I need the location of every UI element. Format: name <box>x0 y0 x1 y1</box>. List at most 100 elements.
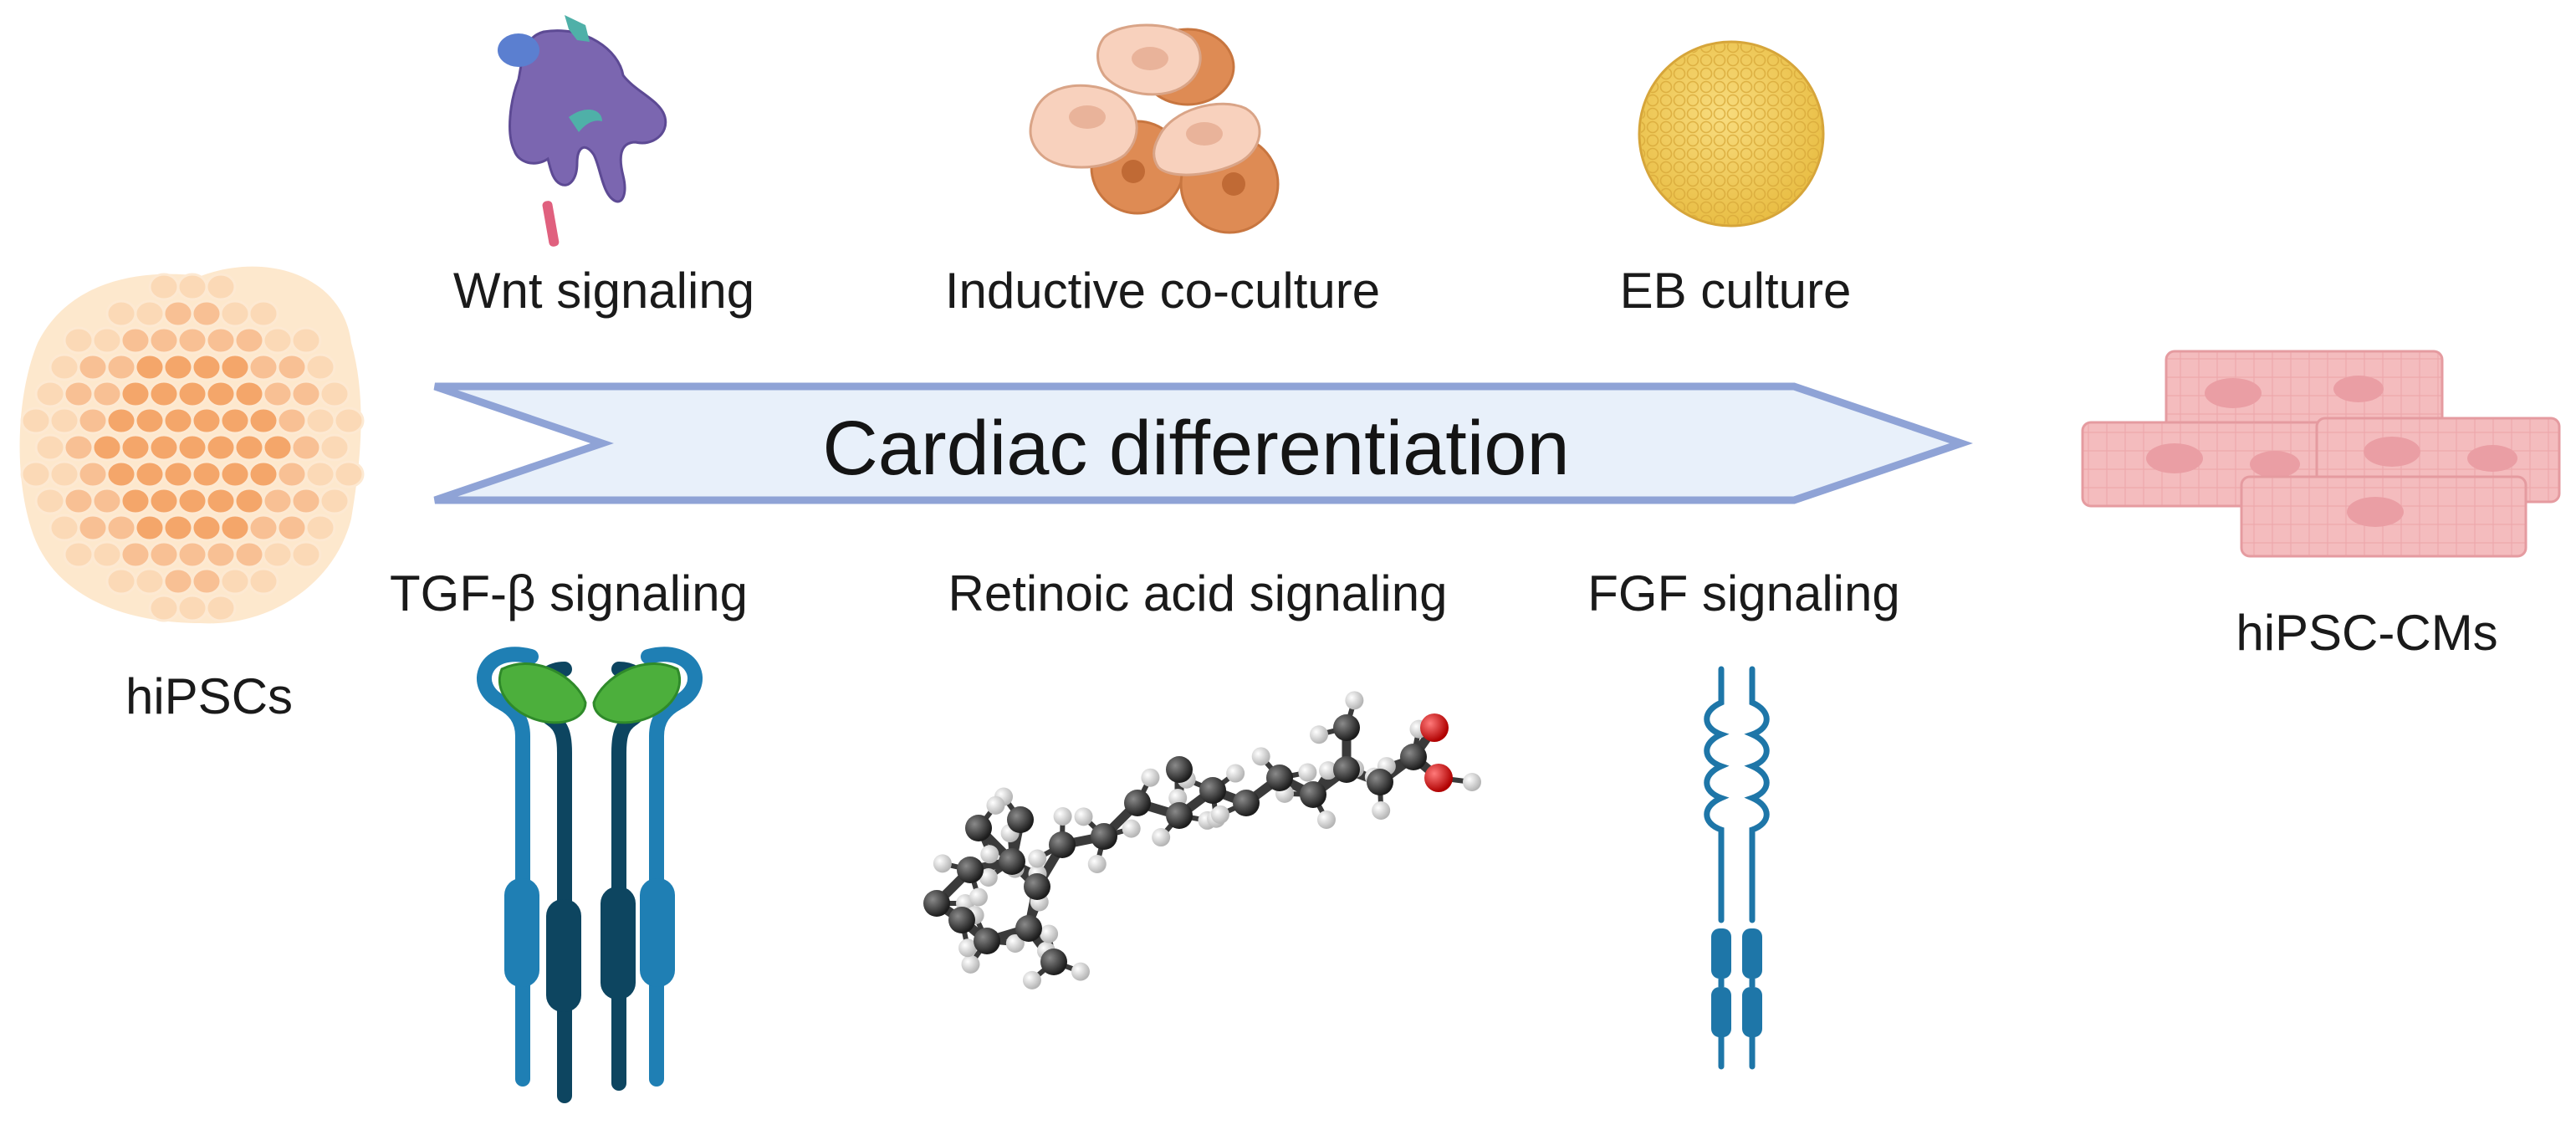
hipsc-cell <box>191 407 222 435</box>
carbon-atom <box>974 928 1000 954</box>
hipsc-cell <box>191 353 222 381</box>
hipsc-cell <box>162 407 194 435</box>
hydrogen-atom <box>1316 811 1336 830</box>
hipsc-cell <box>262 326 294 355</box>
differentiation-arrow <box>433 382 1973 504</box>
carbon-atom <box>1333 756 1360 783</box>
hydrogen-atom <box>1152 828 1171 847</box>
hydrogen-atom <box>969 887 988 907</box>
carbon-atom <box>1124 790 1151 816</box>
hydrogen-atom <box>1053 807 1072 826</box>
hydrogen-atom <box>1298 763 1317 782</box>
hipsc-cell <box>120 380 151 408</box>
hipsc-cell <box>276 407 308 435</box>
hipsc-cell <box>205 380 237 408</box>
hipsc-cell <box>162 567 194 596</box>
hipsc-cell <box>205 433 237 462</box>
hydrogen-atom <box>980 845 999 864</box>
hipsc-cell <box>34 487 66 515</box>
hipsc-cell <box>91 380 123 408</box>
hipsc-cell <box>248 460 279 488</box>
hipsc-cell <box>205 273 237 301</box>
carbon-atom <box>1166 756 1193 783</box>
hipsc-cell <box>248 353 279 381</box>
cardiomyocytes-icon <box>2081 350 2561 558</box>
hipsc-cell <box>205 594 237 622</box>
hipsc-cell <box>219 299 251 328</box>
carbon-atom <box>1199 777 1226 804</box>
hipsc-cell <box>105 407 137 435</box>
hydrogen-atom <box>1122 819 1141 838</box>
hipsc-cell <box>233 326 265 355</box>
hipsc-cell <box>91 326 123 355</box>
hydrogen-atom <box>933 854 952 873</box>
hydrogen-atom <box>1005 933 1025 953</box>
carbon-atom <box>1300 781 1326 808</box>
tgf-beta-receptor-icon <box>477 647 703 1103</box>
hydrogen-atom <box>1372 800 1391 820</box>
hipsc-cell <box>248 407 279 435</box>
hipsc-cell <box>219 460 251 488</box>
hipsc-cell <box>105 299 137 328</box>
hipsc-cell <box>276 514 308 542</box>
hipsc-cell <box>105 353 137 381</box>
hipsc-cell <box>148 273 180 301</box>
hipsc-cell <box>120 326 151 355</box>
hipsc-cell <box>134 567 166 596</box>
hipsc-cell <box>120 540 151 569</box>
hipsc-cell <box>333 460 365 488</box>
hipsc-cell <box>304 407 336 435</box>
hipsc-cell <box>176 594 208 622</box>
fgf-signaling-label: FGF signaling <box>1587 565 1900 621</box>
wnt-receptor-icon <box>498 15 667 247</box>
hydrogen-atom <box>1141 768 1160 787</box>
hipsc-cell <box>134 407 166 435</box>
retinoic-acid-signaling-label: Retinoic acid signaling <box>948 565 1448 621</box>
hipsc-cell <box>205 540 237 569</box>
hipsc-cell <box>176 380 208 408</box>
hipsc-cell <box>77 353 109 381</box>
embryoid-body-icon <box>1638 40 1825 228</box>
hipsc-cell <box>49 460 80 488</box>
hipsc-cell <box>233 487 265 515</box>
carbon-atom <box>923 890 950 917</box>
hipsc-cell <box>134 353 166 381</box>
hipsc-cell <box>148 540 180 569</box>
hipsc-cell <box>191 514 222 542</box>
hipsc-cell <box>34 380 66 408</box>
hipsc-cell <box>91 433 123 462</box>
oxygen-atom <box>1424 764 1453 792</box>
carbon-atom <box>948 907 975 933</box>
diagram-title: Cardiac differentiation <box>822 406 1570 491</box>
carbon-atom <box>1024 873 1050 900</box>
hipsc-cell <box>148 594 180 622</box>
hydrogen-atom <box>1251 747 1270 766</box>
hipsc-cell <box>319 487 350 515</box>
hipsc-cell <box>148 433 180 462</box>
carbon-atom <box>1049 831 1076 858</box>
hipsc-cell <box>290 487 322 515</box>
hipsc-cell <box>290 433 322 462</box>
hydrogen-atom <box>1319 761 1338 780</box>
hipsc-cell <box>105 514 137 542</box>
hipsc-cell <box>34 433 66 462</box>
hipsc-cell <box>290 540 322 569</box>
hipsc-cell <box>191 460 222 488</box>
hipsc-cell <box>333 407 365 435</box>
hipsc-cell <box>20 460 52 488</box>
hipsc-cms-label: hiPSC-CMs <box>2236 605 2498 661</box>
hipsc-cell <box>262 487 294 515</box>
hipsc-cell <box>63 487 95 515</box>
carbon-atom <box>1091 823 1117 850</box>
carbon-atom <box>1400 744 1427 770</box>
hipsc-cell <box>304 460 336 488</box>
hipsc-cell <box>105 460 137 488</box>
retinoic-acid-molecule-icon <box>923 691 1481 989</box>
hydrogen-atom <box>1345 691 1364 710</box>
inductive-co-culture-label: Inductive co-culture <box>944 263 1381 319</box>
hipsc-cell <box>262 540 294 569</box>
carbon-atom <box>1007 806 1034 833</box>
hydrogen-atom <box>1310 725 1329 744</box>
hipsc-cell <box>63 326 95 355</box>
